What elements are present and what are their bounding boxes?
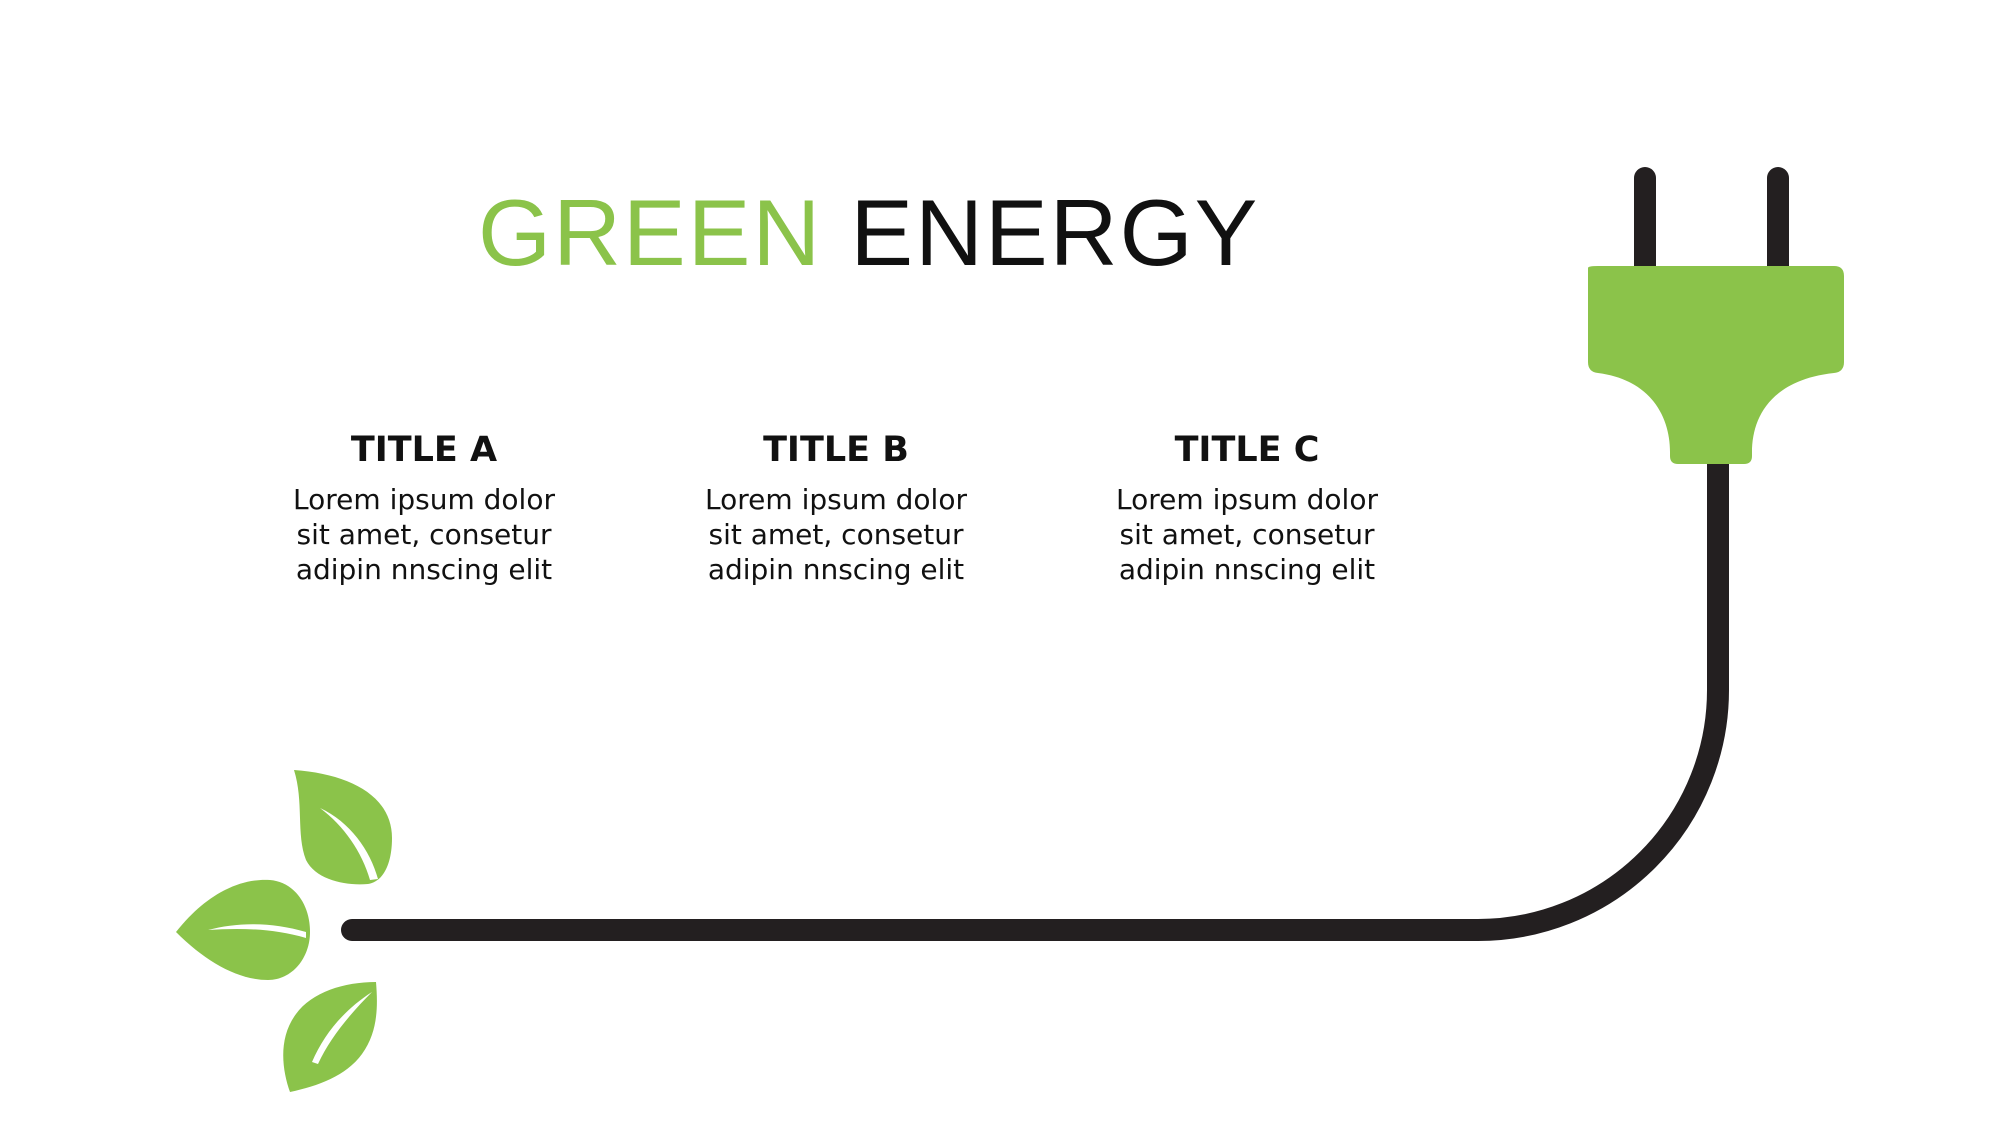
column-title: TITLE C — [1174, 430, 1320, 470]
column-line: adipin nnscing elit — [707, 553, 965, 586]
column-line: Lorem ipsum dolor — [1116, 483, 1378, 516]
column-title: TITLE A — [350, 430, 498, 470]
column-line: Lorem ipsum dolor — [705, 483, 967, 516]
cable — [341, 451, 1729, 941]
column-body: Lorem ipsum dolor sit amet, consetur adi… — [1077, 482, 1417, 587]
column-c: TITLE C Lorem ipsum dolor sit amet, cons… — [1077, 428, 1417, 587]
column-line: sit amet, consetur — [708, 518, 964, 551]
column-body: Lorem ipsum dolor sit amet, consetur adi… — [666, 482, 1006, 587]
title-accent-word: GREEN — [478, 180, 823, 285]
title-rest-word: ENERGY — [850, 180, 1260, 285]
column-line: sit amet, consetur — [1119, 518, 1375, 551]
column-a: TITLE A Lorem ipsum dolor sit amet, cons… — [254, 428, 594, 587]
column-line: Lorem ipsum dolor — [293, 483, 555, 516]
column-line: sit amet, consetur — [296, 518, 552, 551]
column-body: Lorem ipsum dolor sit amet, consetur adi… — [254, 482, 594, 587]
column-line: adipin nnscing elit — [1118, 553, 1376, 586]
column-title: TITLE B — [763, 430, 909, 470]
page-title: GREEN ENERGY — [478, 186, 1259, 280]
plug-icon — [1588, 167, 1844, 464]
column-b: TITLE B Lorem ipsum dolor sit amet, cons… — [666, 428, 1006, 587]
column-line: adipin nnscing elit — [295, 553, 553, 586]
leaf-icon — [176, 770, 392, 1092]
